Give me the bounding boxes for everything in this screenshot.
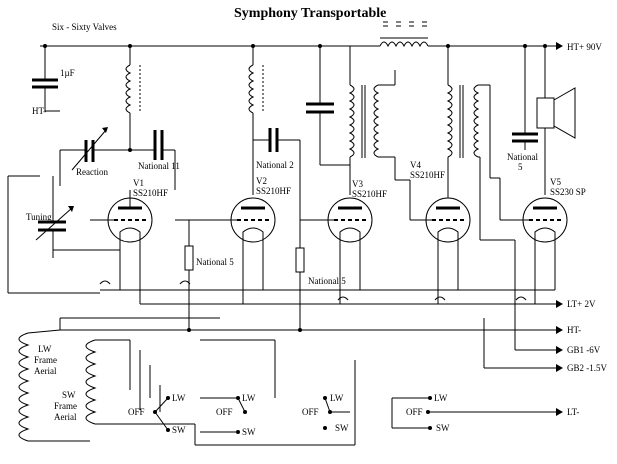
national5-a-label: National 5 [196, 257, 234, 267]
national1-label-line1: National [507, 152, 538, 162]
valve-v3 [300, 197, 373, 304]
v4-type-label: SS210HF [410, 170, 445, 180]
lt-minus-label: LT- [567, 407, 579, 417]
sw-aerial-label-3: Aerial [54, 412, 77, 422]
v4-transformer [446, 46, 515, 241]
diagram-title: Symphony Transportable [234, 6, 386, 21]
valve-v5 [510, 197, 568, 304]
national1-capacitor [512, 46, 538, 150]
tuning-capacitor [7, 175, 120, 294]
sw-aerial-label-2: Frame [54, 401, 77, 411]
ht-plus-rail [40, 21, 563, 50]
sw-aerial-label-1: SW [62, 390, 76, 400]
gb1-rail [514, 240, 563, 354]
v4-id-label: V4 [410, 160, 421, 170]
lt-minus-rail [458, 408, 563, 416]
diagram-subtitle: Six - Sixty Valves [52, 22, 117, 32]
valve-v1 [90, 190, 153, 304]
v3-id-label: V3 [352, 179, 363, 189]
switch-4-sw-label: SW [436, 423, 450, 433]
v2-anode-coil [248, 46, 264, 195]
national5-b-label: National 5 [308, 276, 346, 286]
v3-transformer [348, 46, 411, 220]
v1-type-label: SS210HF [133, 188, 168, 198]
reaction-capacitor [59, 127, 130, 186]
gb2-label: GB2 -1.5V [567, 363, 607, 373]
ht-minus-label: HT- [567, 325, 581, 335]
switch-1[interactable] [153, 396, 170, 432]
switch-4-off-label: OFF [406, 407, 423, 417]
reaction-label: Reaction [76, 167, 108, 177]
switch-3-sw-label: SW [335, 423, 349, 433]
v1-id-label: V1 [133, 178, 144, 188]
ht-minus-left-label: HT- [32, 106, 46, 116]
filament-return-wire [99, 280, 555, 301]
lw-aerial-label-3: Aerial [34, 366, 57, 376]
valve-v2 [175, 197, 276, 304]
tuning-label: Tuning [26, 212, 52, 222]
switch-3-lw-label: LW [330, 393, 344, 403]
valve-v4 [410, 180, 471, 304]
switch-4-lw-label: LW [434, 393, 448, 403]
switch-1-lw-label: LW [172, 393, 186, 403]
v2-type-label: SS210HF [256, 186, 291, 196]
ht-minus-rail [60, 326, 563, 334]
national11-capacitor [128, 130, 176, 190]
v3-type-label: SS210HF [352, 189, 387, 199]
lw-aerial-label-1: LW [38, 344, 52, 354]
v2-id-label: V2 [256, 176, 267, 186]
sw-frame-aerial [85, 339, 140, 425]
lt-plus-rail [140, 300, 563, 308]
v5-type-label: SS230 SP [550, 187, 586, 197]
gb2-rail [483, 318, 563, 372]
capacitor-1uf [32, 44, 60, 112]
national2-label: National 2 [256, 160, 294, 170]
v5-id-label: V5 [550, 177, 561, 187]
gb1-label: GB1 -6V [567, 345, 601, 355]
national11-label: National 11 [138, 161, 180, 171]
national5-resistor-b [295, 247, 305, 330]
national2-capacitor [253, 128, 301, 248]
aerial-switch-wiring [59, 317, 356, 446]
ht-plus-label: HT+ 90V [567, 42, 602, 52]
capacitor-1uf-label: 1µF [60, 68, 75, 78]
switch-2-sw-label: SW [242, 427, 256, 437]
switch-4[interactable] [391, 396, 458, 430]
switch-2-lw-label: LW [242, 393, 256, 403]
switch-2-off-label: OFF [216, 407, 233, 417]
switch-1-sw-label: SW [172, 425, 186, 435]
national1-label-line2: 5 [518, 162, 523, 172]
lw-frame-aerial [18, 329, 90, 442]
national5-resistor-a [184, 220, 194, 330]
v1-anode-coil [125, 46, 141, 150]
lt-plus-label: LT+ 2V [567, 299, 596, 309]
switch-2[interactable] [200, 396, 247, 434]
lw-aerial-label-2: Frame [34, 355, 57, 365]
switch-3-off-label: OFF [302, 407, 319, 417]
switch-1-off-label: OFF [128, 407, 145, 417]
v3-coupling-capacitor [306, 46, 350, 166]
loudspeaker [536, 46, 576, 195]
switch-3[interactable] [323, 396, 350, 430]
